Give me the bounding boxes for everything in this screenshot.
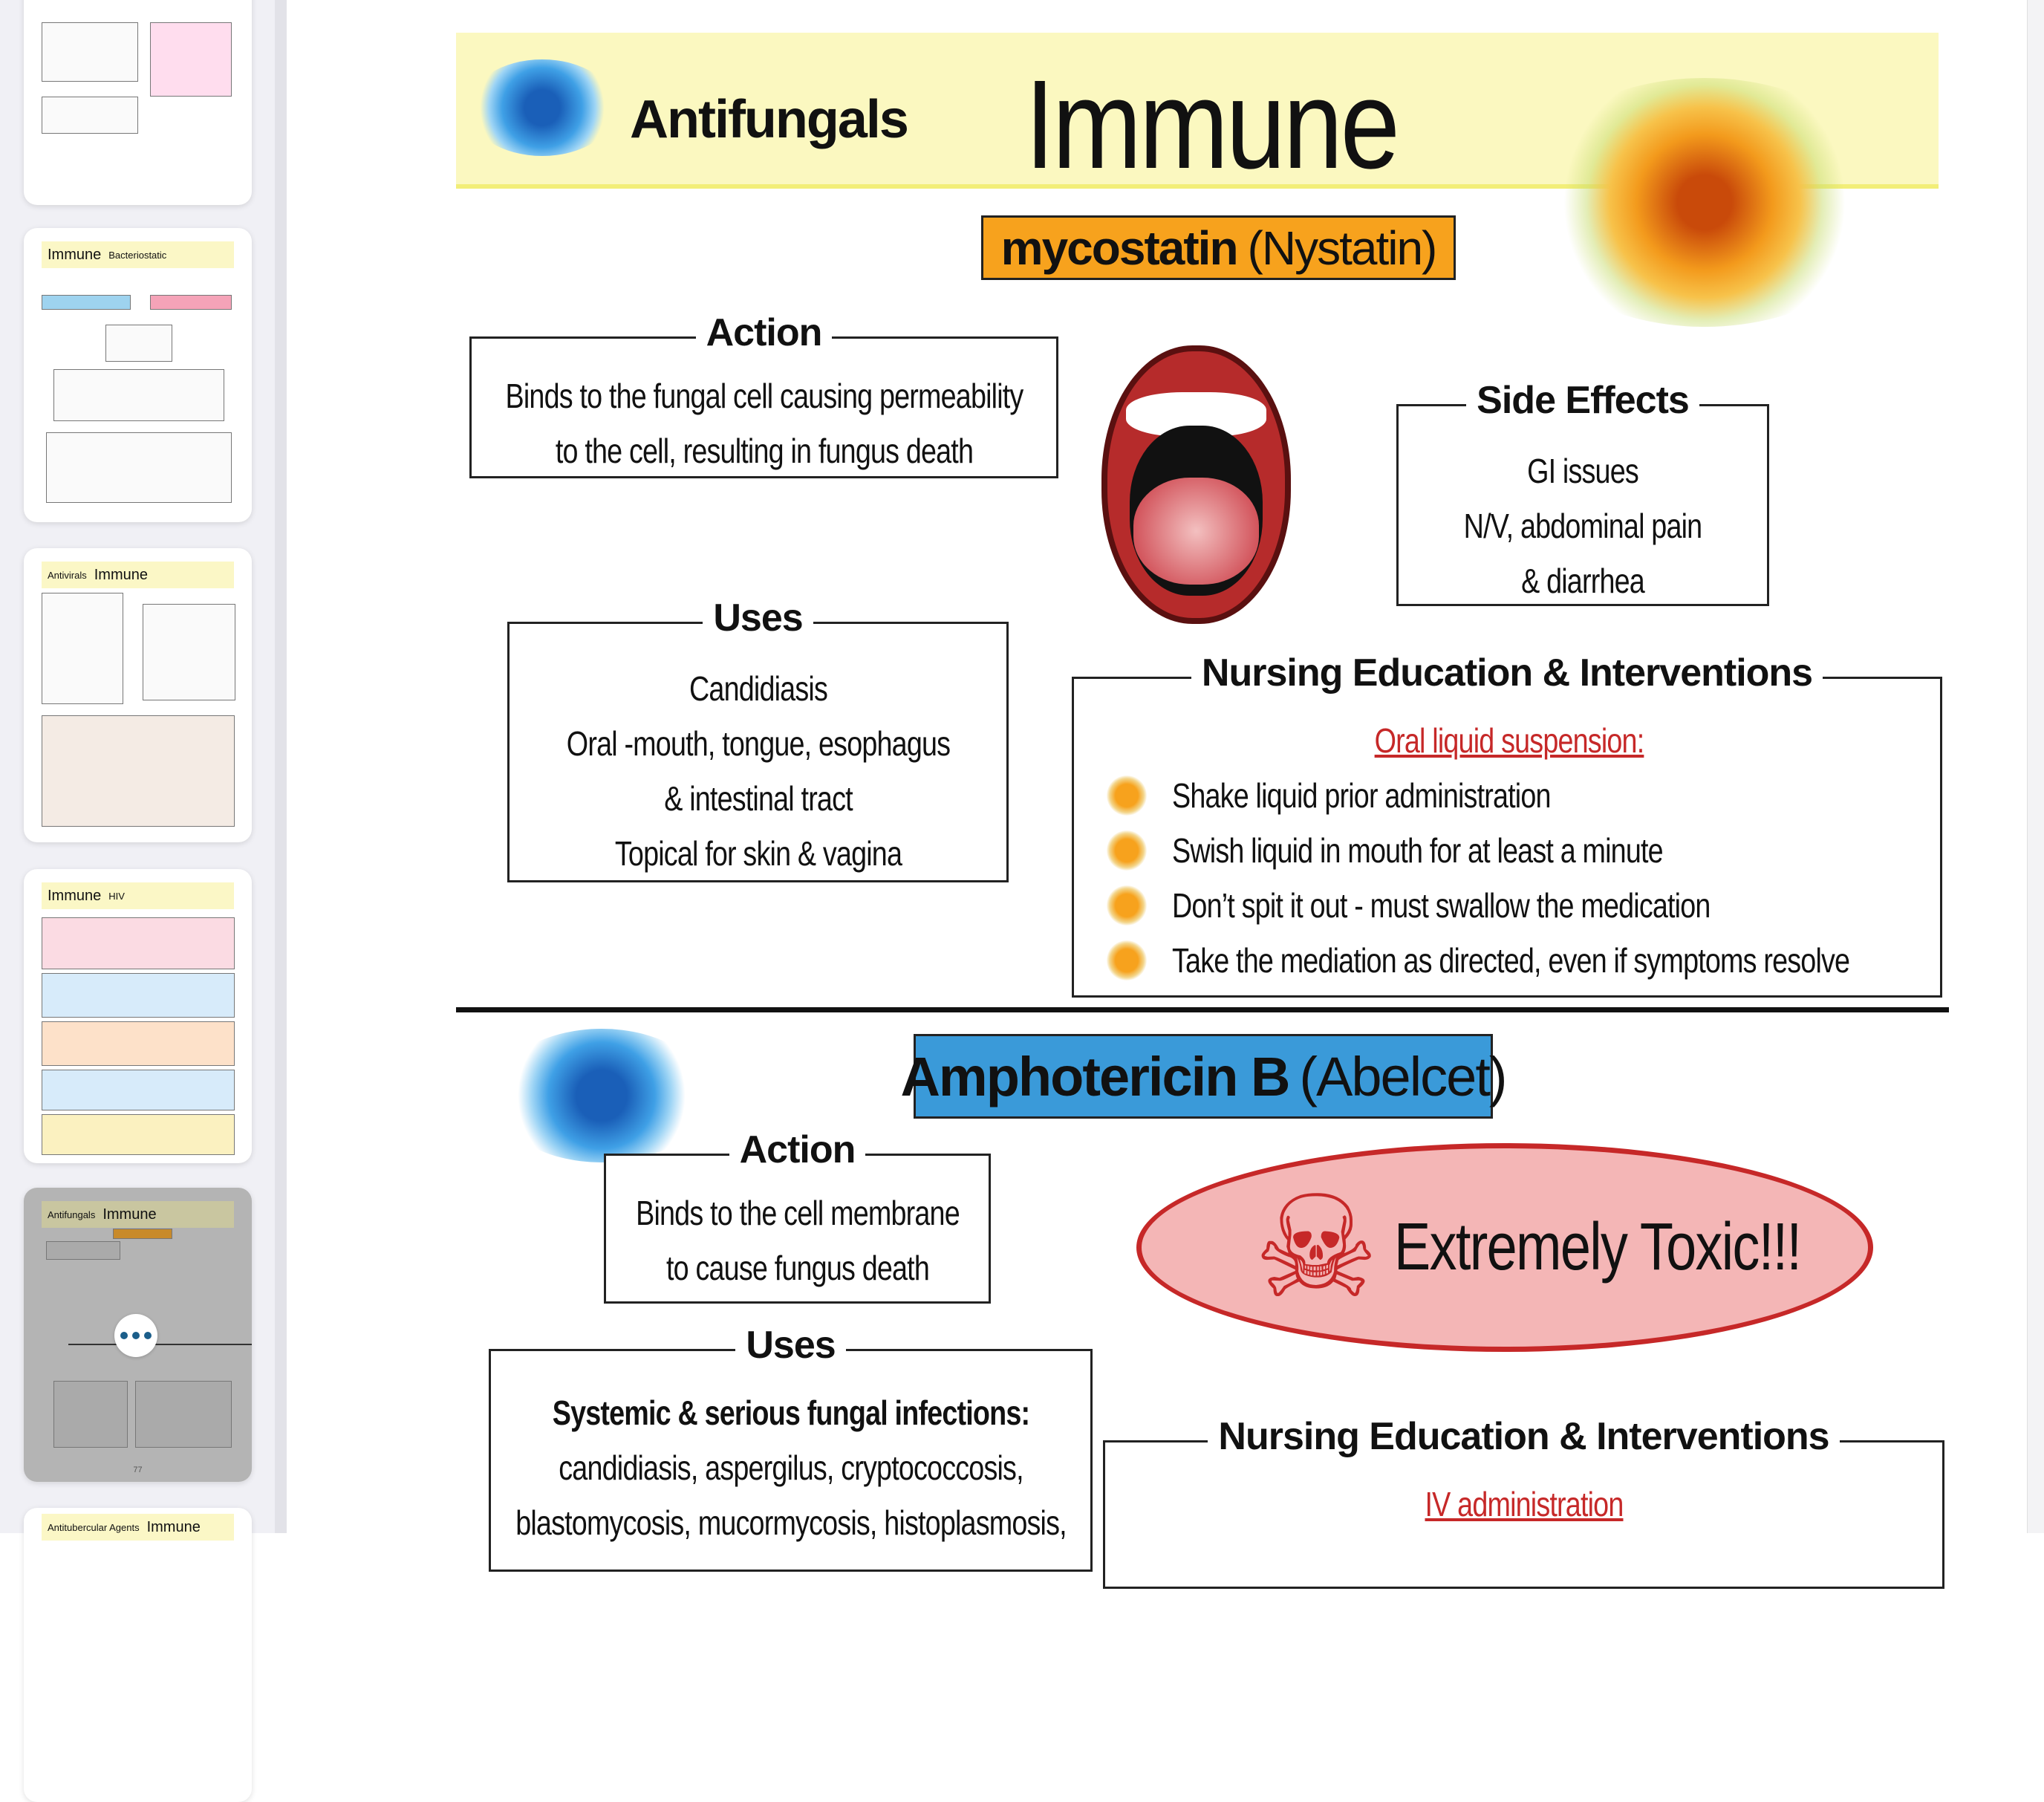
page-thumbnail-selected[interactable]: Antifungals Immune 77 — [24, 1188, 252, 1482]
virus-bullet-icon — [1107, 940, 1147, 980]
use-text: candidiasis, aspergilus, cryptococcosis, — [558, 1448, 1023, 1487]
drug-class-label: Antifungals — [630, 90, 909, 149]
nursing-item-text: Swish liquid in mouth for at least a min… — [1172, 831, 1664, 870]
blue-virus-icon — [468, 59, 616, 156]
thumbnail-title: Immune — [102, 1206, 157, 1223]
drug1-generic-name: mycostatin — [1000, 221, 1239, 275]
thumbnail-title: Immune — [146, 1518, 201, 1535]
thumbnail-subtitle: Antivirals — [48, 569, 87, 581]
nursing-item: Don’t spit it out - must swallow the med… — [1107, 878, 1940, 933]
sidebar-divider[interactable] — [275, 0, 287, 1533]
nursing-item-text: Take the mediation as directed, even if … — [1172, 941, 1850, 980]
orange-virus-icon — [1515, 78, 1894, 327]
side-effect-text: GI issues — [1527, 452, 1639, 490]
action-text: to cause fungus death — [665, 1249, 930, 1287]
nursing-subtitle: Oral liquid suspension: — [1374, 721, 1645, 760]
nursing-item-text: Don’t spit it out - must swallow the med… — [1172, 886, 1711, 925]
dot-icon — [132, 1332, 140, 1339]
drug2-generic-name: Amphotericin B — [900, 1045, 1290, 1107]
thumbnail-subtitle: Bacteriostatic — [108, 249, 167, 261]
drug2-trade-name: (Abelcet) — [1299, 1045, 1507, 1107]
thumbnail-title: Immune — [94, 566, 148, 583]
section-title: Nursing Education & Interventions — [1191, 651, 1823, 695]
page-thumbnail[interactable]: Antitubercular Agents Immune — [24, 1508, 252, 1802]
section-title: Nursing Education & Interventions — [1208, 1415, 1840, 1458]
nursing-item: Shake liquid prior administration — [1107, 768, 1940, 823]
virus-bullet-icon — [1107, 775, 1147, 816]
drug2-name-banner: Amphotericin B (Abelcet) — [900, 1034, 1508, 1119]
drug1-name-banner: mycostatin (Nystatin) — [981, 215, 1456, 280]
page-title: Immune — [1025, 54, 1400, 195]
section-title: Action — [695, 311, 833, 354]
thumbnail-subtitle: HIV — [108, 890, 125, 902]
page-number: 77 — [133, 1466, 143, 1474]
thumbnail-subtitle: Antitubercular Agents — [48, 1521, 140, 1533]
drug1-side-effects-box: Side Effects GI issues N/V, abdominal pa… — [1396, 379, 1769, 606]
section-title: Uses — [703, 596, 813, 640]
page-thumbnail[interactable]: Immune HIV — [24, 869, 252, 1163]
nursing-subtitle: IV administration — [1425, 1485, 1624, 1523]
drug2-uses-box: Uses Systemic & serious fungal infection… — [489, 1324, 1093, 1572]
action-text: Binds to the fungal cell causing permeab… — [505, 377, 1023, 415]
uses-heading: Systemic & serious fungal infections: — [552, 1393, 1029, 1432]
toxic-warning-text: Extremely Toxic!!! — [1394, 1210, 1802, 1284]
virus-bullet-icon — [1107, 885, 1147, 926]
page-thumbnail[interactable]: Antivirals Immune — [24, 548, 252, 842]
more-options-button[interactable] — [114, 1314, 157, 1357]
use-text: Topical for skin & vagina — [614, 834, 902, 873]
use-text: Oral -mouth, tongue, esophagus — [566, 724, 950, 763]
use-text: Candidiasis — [689, 669, 828, 708]
thumbnail-title: Immune — [48, 246, 102, 263]
thumbnail-title: Immune — [48, 887, 102, 904]
dot-icon — [144, 1332, 152, 1339]
side-effect-text: & diarrhea — [1521, 562, 1645, 600]
toxic-warning-badge: ☠ Extremely Toxic!!! — [1136, 1143, 1873, 1352]
use-text: & intestinal tract — [663, 779, 853, 818]
dot-icon — [120, 1332, 128, 1339]
virus-bullet-icon — [1107, 830, 1147, 871]
action-text: to the cell, resulting in fungus death — [555, 432, 973, 470]
action-text: Binds to the cell membrane — [635, 1194, 960, 1232]
section-divider — [456, 1007, 1949, 1012]
nursing-item-text: Shake liquid prior administration — [1172, 776, 1552, 815]
section-title: Uses — [735, 1324, 846, 1367]
section-title: Side Effects — [1466, 379, 1699, 422]
drug1-action-box: Action Binds to the fungal cell causing … — [469, 311, 1058, 478]
page-thumbnail[interactable]: Immune Bacteriostatic — [24, 228, 252, 522]
side-effect-text: N/V, abdominal pain — [1463, 507, 1702, 545]
mouth-illustration — [1101, 345, 1291, 624]
nursing-item: Swish liquid in mouth for at least a min… — [1107, 823, 1940, 878]
scrollbar[interactable] — [2027, 0, 2044, 1533]
drug1-trade-name: (Nystatin) — [1247, 221, 1438, 275]
drug2-action-box: Action Binds to the cell membrane to cau… — [604, 1128, 991, 1304]
section-title: Action — [729, 1128, 866, 1171]
page-thumbnail[interactable] — [24, 0, 252, 205]
blue-virus-icon — [494, 1029, 709, 1162]
drug1-uses-box: Uses Candidiasis Oral -mouth, tongue, es… — [507, 596, 1009, 882]
use-text: blastomycosis, mucormycosis, histoplasmo… — [515, 1503, 1067, 1542]
thumbnail-subtitle: Antifungals — [48, 1209, 96, 1220]
drug1-nursing-box: Nursing Education & Interventions Oral l… — [1072, 651, 1942, 998]
nursing-item: Take the mediation as directed, even if … — [1107, 933, 1940, 988]
drug2-nursing-box: Nursing Education & Interventions IV adm… — [1103, 1415, 1944, 1589]
skull-crossbones-icon: ☠ — [1253, 1168, 1380, 1327]
